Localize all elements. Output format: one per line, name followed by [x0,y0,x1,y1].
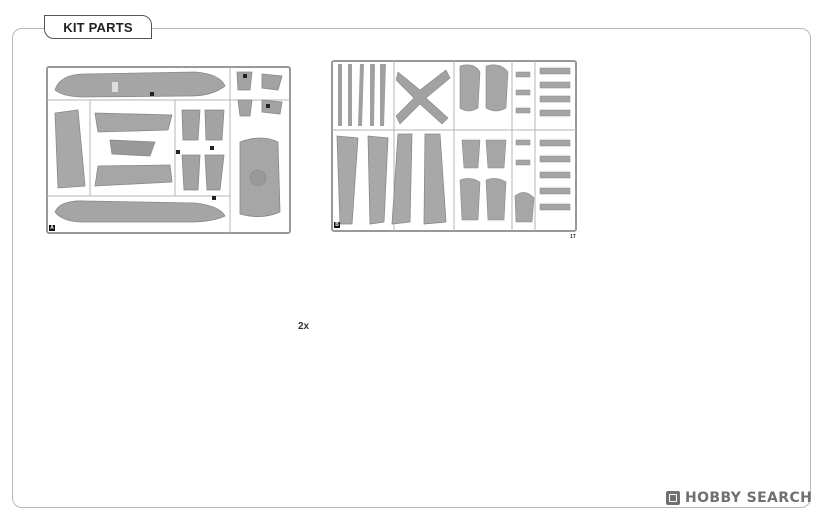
page-title: KIT PARTS [44,15,152,39]
watermark-text: HOBBY SEARCH [685,490,813,506]
sprue-b [331,60,577,232]
sprue-d-multiplier: 2x [298,321,310,332]
sprue-label-a: A [50,225,54,231]
sprue-a [46,66,291,234]
hobby-search-logo-icon [666,491,680,505]
sprue-label-c: C [58,272,63,278]
sprue-page-mark: 1T [570,234,576,240]
sprue-label-b: B [335,222,339,228]
page-frame [12,28,811,508]
watermark: HOBBY SEARCH [666,490,812,506]
sprue-label-d: D [319,279,324,285]
sprue-label-e: E [624,64,629,70]
